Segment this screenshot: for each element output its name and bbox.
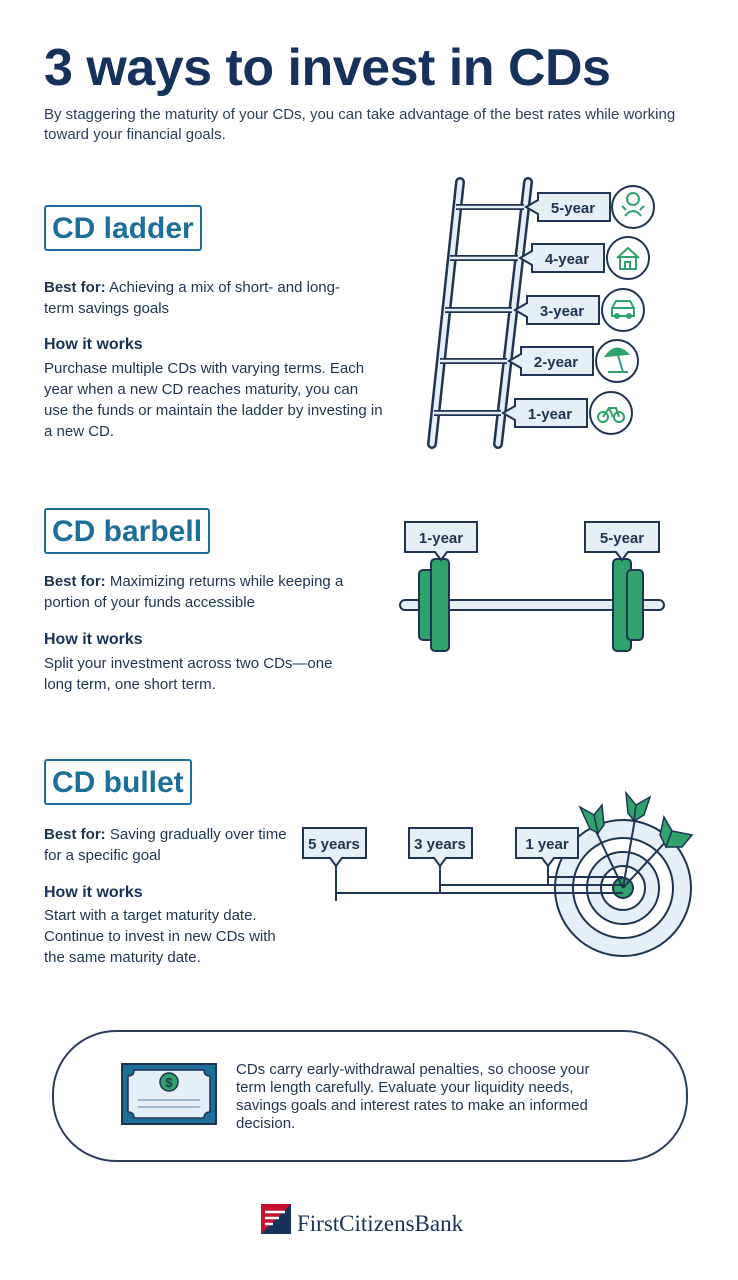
barbell-best-for-text: Maximizing returns while keeping a porti… bbox=[44, 573, 344, 611]
ladder-how-title: How it works bbox=[44, 336, 143, 353]
ladder-illustration: 5-year 4-year 3-year 2-year 1-year bbox=[427, 177, 655, 449]
bullet-how-text: Start with a target maturity date. Conti… bbox=[44, 907, 276, 966]
bullet-best-for: Best for: Saving gradually over time for… bbox=[44, 824, 294, 866]
ladder-best-for-label: Best for: bbox=[44, 279, 106, 296]
brand-name: FirstCitizensBank bbox=[297, 1211, 464, 1236]
bullet-tag-5-years: 5 years bbox=[302, 827, 367, 868]
dollar-bill-icon: $ bbox=[121, 1063, 217, 1125]
barbell-best-for-label: Best for: bbox=[44, 573, 106, 590]
page-subtitle: By staggering the maturity of your CDs, … bbox=[44, 106, 676, 143]
penalty-note-card bbox=[52, 1030, 688, 1162]
ladder-heading: CD ladder bbox=[44, 205, 202, 251]
ladder-tag-label: 1-year bbox=[528, 406, 572, 423]
bullet-tag-label: 3 years bbox=[414, 836, 466, 853]
barbell-right-label: 5-year bbox=[600, 530, 644, 547]
bullet-tag-3-years: 3 years bbox=[408, 827, 473, 868]
arrow-icon bbox=[622, 814, 694, 889]
ladder-tag-label: 3-year bbox=[540, 303, 584, 320]
penalty-note-text: CDs carry early-withdrawal penalties, so… bbox=[236, 1061, 590, 1132]
ladder-tag-label: 5-year bbox=[551, 200, 595, 217]
barbell-illustration: 1-year 5-year bbox=[399, 521, 665, 652]
bullet-tag-label: 1 year bbox=[525, 836, 569, 853]
bullet-best-for-label: Best for: bbox=[44, 826, 106, 843]
ladder-best-for-text: Achieving a mix of short- and long-term … bbox=[44, 279, 340, 317]
bullet-best-for-text: Saving gradually over time for a specifi… bbox=[44, 826, 287, 864]
ladder-best-for: Best for: Achieving a mix of short- and … bbox=[44, 277, 354, 319]
ladder-tag-3-year: 3-year bbox=[513, 288, 645, 332]
ladder-tag-4-year: 4-year bbox=[518, 236, 650, 280]
barbell-best-for: Best for: Maximizing returns while keepi… bbox=[44, 571, 364, 613]
arrow-icon bbox=[578, 803, 624, 889]
barbell-how-title: How it works bbox=[44, 631, 143, 648]
bullet-heading: CD bullet bbox=[44, 759, 192, 805]
house-icon bbox=[616, 246, 640, 270]
ladder-tag-2-year: 2-year bbox=[507, 339, 639, 383]
bullet-illustration: 5 years 3 years 1 year bbox=[302, 790, 694, 957]
ladder-how-text: Purchase multiple CDs with varying terms… bbox=[44, 360, 383, 440]
arrow-icon bbox=[622, 790, 652, 889]
first-citizens-flag-icon bbox=[261, 1204, 291, 1234]
barbell-left-label: 1-year bbox=[419, 530, 463, 547]
bullet-how-title: How it works bbox=[44, 884, 143, 901]
barbell-left-tag: 1-year bbox=[404, 521, 478, 562]
bullet-tag-1-year: 1 year bbox=[515, 827, 579, 868]
bullet-tag-label: 5 years bbox=[308, 836, 360, 853]
ladder-tag-5-year: 5-year bbox=[524, 185, 655, 229]
barbell-how-text: Split your investment across two CDs—one… bbox=[44, 655, 333, 693]
baby-icon bbox=[621, 192, 645, 217]
beach-umbrella-icon bbox=[603, 347, 631, 373]
page-title: 3 ways to invest in CDs bbox=[44, 39, 611, 97]
ladder-tag-label: 4-year bbox=[545, 251, 589, 268]
svg-text:$: $ bbox=[165, 1075, 173, 1090]
bicycle-icon bbox=[597, 407, 625, 423]
ladder-tag-label: 2-year bbox=[534, 354, 578, 371]
car-icon bbox=[611, 300, 635, 319]
barbell-right-tag: 5-year bbox=[584, 521, 660, 562]
barbell-heading: CD barbell bbox=[44, 508, 211, 554]
barbell-bar bbox=[399, 599, 665, 611]
ladder-tag-1-year: 1-year bbox=[501, 391, 633, 435]
